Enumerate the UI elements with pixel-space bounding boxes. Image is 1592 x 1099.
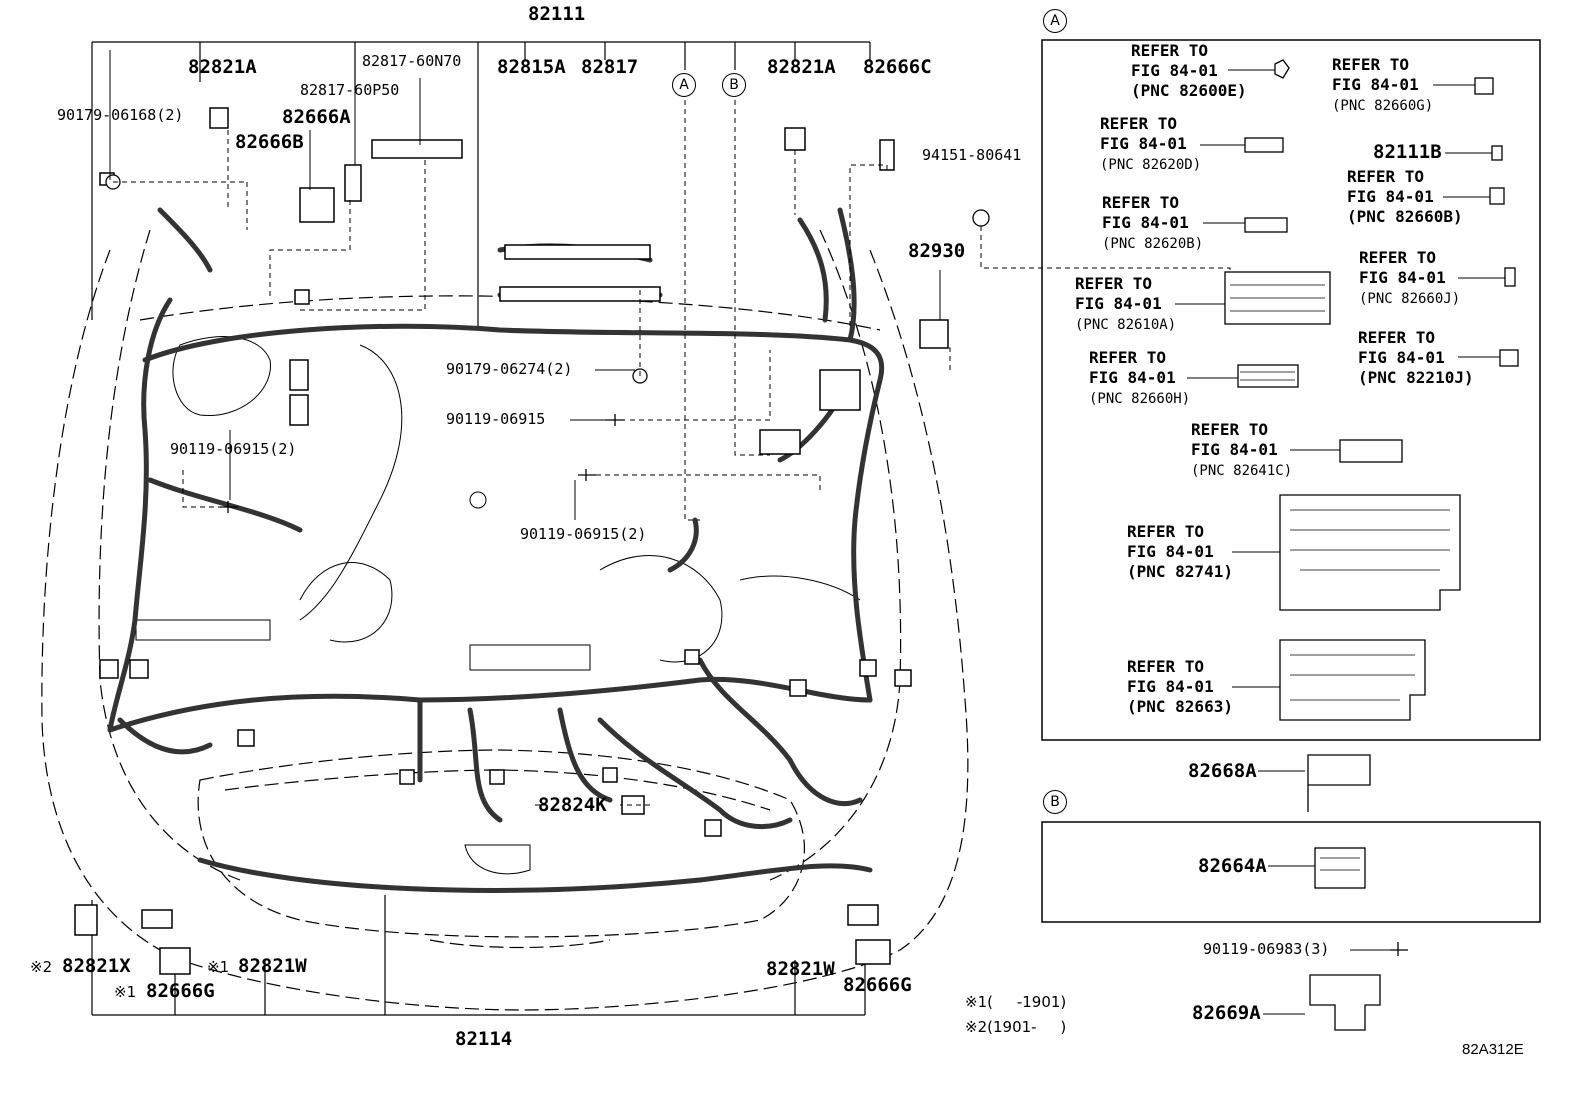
callout-a-harness: A: [672, 73, 696, 97]
ref-pnc: (PNC 82660H): [1089, 391, 1191, 407]
ref-line-2: FIG 84-01: [1359, 268, 1446, 287]
part-82817-60P50-label: 82817-60P50: [300, 81, 400, 99]
ref-pnc: (PNC 82620D): [1100, 157, 1202, 173]
part-82821A-left-label: 82821A: [188, 56, 257, 78]
ref-pnc: (PNC 82610A): [1075, 317, 1177, 333]
ref-line-1: REFER TO: [1359, 248, 1437, 267]
note-mark-2-82821X: ※2: [30, 958, 53, 976]
part-82821X-label: 82821X: [62, 955, 131, 977]
ref-pnc: (PNC 82660J): [1359, 291, 1461, 307]
part-82930-label: 82930: [908, 240, 966, 262]
ref-pnc: (PNC 82620B): [1102, 236, 1204, 252]
part-82666A-label: 82666A: [282, 106, 351, 128]
ref-line-2: FIG 84-01: [1347, 187, 1434, 206]
ref-line-2: FIG 84-01: [1358, 348, 1445, 367]
ref-line-1: REFER TO: [1089, 348, 1167, 367]
part-90119-06915-label: 90119-06915: [446, 410, 546, 428]
part-82668A-label: 82668A: [1188, 760, 1257, 782]
part-90179-06274-label: 90179-06274(2): [446, 360, 573, 378]
ref-line-2: FIG 84-01: [1332, 75, 1419, 94]
ref-line-1: REFER TO: [1347, 167, 1425, 186]
part-82114-label: 82114: [455, 1028, 513, 1050]
part-82821W-left-label: 82821W: [238, 955, 307, 977]
part-82817-60N70-label: 82817-60N70: [362, 52, 462, 70]
part-82817-label: 82817: [581, 56, 639, 78]
ref-line-1: REFER TO: [1127, 657, 1205, 676]
footnote-mark: ※2: [965, 1018, 988, 1036]
note-mark-1-82821W: ※1: [207, 958, 230, 976]
part-82815A-label: 82815A: [497, 56, 566, 78]
note-mark-1-82666G: ※1: [114, 983, 137, 1001]
ref-line-2: FIG 84-01: [1191, 440, 1278, 459]
part-82821A-right-label: 82821A: [767, 56, 836, 78]
ref-pnc: (PNC 82641C): [1191, 463, 1293, 479]
footnote-1: ※1( -1901): [965, 995, 1066, 1010]
part-90119-06915-2-left-label: 90119-06915(2): [170, 440, 297, 458]
footnote-2: ※2(1901- ): [965, 1020, 1066, 1035]
footnote-range: (1901- ): [987, 1018, 1067, 1036]
ref-pnc: (PNC 82600E): [1131, 81, 1247, 100]
part-82111-label: 82111: [528, 3, 586, 25]
ref-pnc: (PNC 82660G): [1332, 98, 1434, 114]
callout-b-harness: B: [722, 73, 746, 97]
part-82821W-right-label: 82821W: [766, 958, 835, 980]
callout-a-top: A: [1043, 9, 1067, 33]
part-90179-06168-label: 90179-06168(2): [57, 106, 184, 124]
ref-line-1: REFER TO: [1358, 328, 1436, 347]
ref-line-1: REFER TO: [1127, 522, 1205, 541]
ref-line-1: REFER TO: [1102, 193, 1180, 212]
footnote-range: ( -1901): [987, 993, 1067, 1011]
part-82669A-label: 82669A: [1192, 1002, 1261, 1024]
ref-line-1: REFER TO: [1191, 420, 1269, 439]
part-82824K-label: 82824K: [538, 794, 607, 816]
ref-line-1: REFER TO: [1131, 41, 1209, 60]
footnote-mark: ※1: [965, 993, 988, 1011]
image-code: 82A312E: [1462, 1041, 1524, 1058]
part-90119-06915-2-center-label: 90119-06915(2): [520, 525, 647, 543]
ref-pnc: (PNC 82210J): [1358, 368, 1474, 387]
part-90119-06983-label: 90119-06983(3): [1203, 940, 1330, 958]
ref-line-1: REFER TO: [1075, 274, 1153, 293]
part-82666G-left-label: 82666G: [146, 980, 215, 1002]
ref-line-1: REFER TO: [1332, 55, 1410, 74]
callout-b-box: B: [1043, 790, 1067, 814]
ref-line-2: FIG 84-01: [1089, 368, 1176, 387]
part-82666C-label: 82666C: [863, 56, 932, 78]
ref-pnc: (PNC 82663): [1127, 697, 1233, 716]
ref-line-1: REFER TO: [1100, 114, 1178, 133]
part-82666B-label: 82666B: [235, 131, 304, 153]
part-82666G-right-label: 82666G: [843, 974, 912, 996]
ref-line-2: FIG 84-01: [1131, 61, 1218, 80]
ref-pnc: (PNC 82741): [1127, 562, 1233, 581]
part-82111B-label: 82111B: [1373, 141, 1442, 163]
ref-line-2: FIG 84-01: [1127, 677, 1214, 696]
ref-line-2: FIG 84-01: [1100, 134, 1187, 153]
ref-line-2: FIG 84-01: [1102, 213, 1189, 232]
ref-pnc: (PNC 82660B): [1347, 207, 1463, 226]
part-82664A-label: 82664A: [1198, 855, 1267, 877]
ref-line-2: FIG 84-01: [1127, 542, 1214, 561]
ref-line-2: FIG 84-01: [1075, 294, 1162, 313]
part-94151-80641-label: 94151-80641: [922, 146, 1022, 164]
